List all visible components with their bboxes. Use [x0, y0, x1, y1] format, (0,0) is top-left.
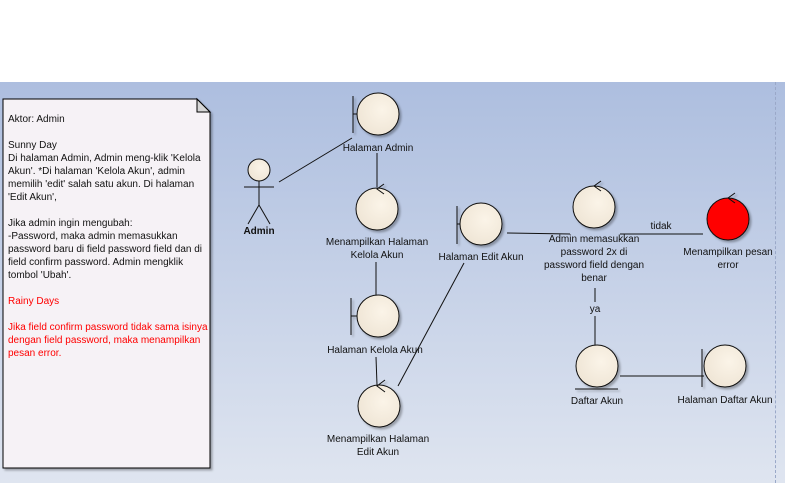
edge-halaman-edit-to-input[interactable]: [506, 232, 571, 235]
control-error-message[interactable]: [706, 192, 750, 241]
label-daftar-akun: Daftar Akun: [571, 396, 623, 407]
boundary-halaman-kelola-akun[interactable]: [350, 294, 400, 338]
label-halaman-admin: Halaman Admin: [343, 143, 414, 154]
label-tampil-edit-1: Menampilkan Halaman: [327, 434, 429, 445]
scenario-note[interactable]: [2, 97, 212, 469]
note-sunny-title: Sunny Day: [8, 140, 57, 151]
label-tampil-kelola-1: Menampilkan Halaman: [326, 237, 428, 248]
note-change-text: Jika admin ingin mengubah: -Password, ma…: [8, 218, 202, 281]
control-tampil-kelola-akun[interactable]: [355, 183, 399, 231]
label-halaman-daftar: Halaman Daftar Akun: [677, 395, 772, 406]
boundary-halaman-daftar-akun[interactable]: [701, 344, 747, 388]
entity-daftar-akun[interactable]: [575, 344, 619, 390]
label-input-4: benar: [581, 273, 607, 284]
edge-label-tidak: tidak: [650, 221, 672, 232]
note-sunny-text: Di halaman Admin, Admin meng-klik 'Kelol…: [8, 153, 201, 203]
actor-icon: [247, 158, 271, 182]
label-input-1: Admin memasukkan: [549, 234, 640, 245]
label-halaman-edit: Halaman Edit Akun: [438, 252, 523, 263]
control-tampil-edit-akun[interactable]: [357, 379, 401, 428]
edge-edit-to-halaman-edit[interactable]: [397, 262, 465, 387]
note-rainy-text: Jika field confirm password tidak sama i…: [8, 322, 208, 359]
actor-label: Admin: [243, 226, 274, 237]
page-boundary-line: [775, 82, 776, 483]
label-tampil-edit-2: Edit Akun: [357, 447, 399, 458]
control-input-password[interactable]: [572, 180, 616, 229]
boundary-halaman-admin[interactable]: [352, 92, 400, 136]
label-error-1: Menampilkan pesan: [683, 247, 773, 258]
boundary-halaman-edit-akun[interactable]: [456, 202, 503, 246]
edge-admin-halaman-admin[interactable]: [278, 137, 353, 183]
edge-label-ya: ya: [590, 304, 601, 315]
scenario-note-text: Aktor: Admin Sunny Day Di halaman Admin,…: [4, 100, 209, 468]
edge-halaman-kelola-to-edit[interactable]: [375, 356, 378, 386]
label-halaman-kelola: Halaman Kelola Akun: [327, 345, 423, 356]
label-tampil-kelola-2: Kelola Akun: [351, 250, 404, 261]
actor-admin[interactable]: [244, 158, 274, 225]
label-input-3: password field dengan: [544, 260, 644, 271]
label-error-2: error: [717, 260, 739, 271]
note-rainy-title: Rainy Days: [8, 296, 60, 307]
label-input-2: password 2x di: [561, 247, 628, 258]
note-actor: Aktor: Admin: [8, 114, 65, 125]
